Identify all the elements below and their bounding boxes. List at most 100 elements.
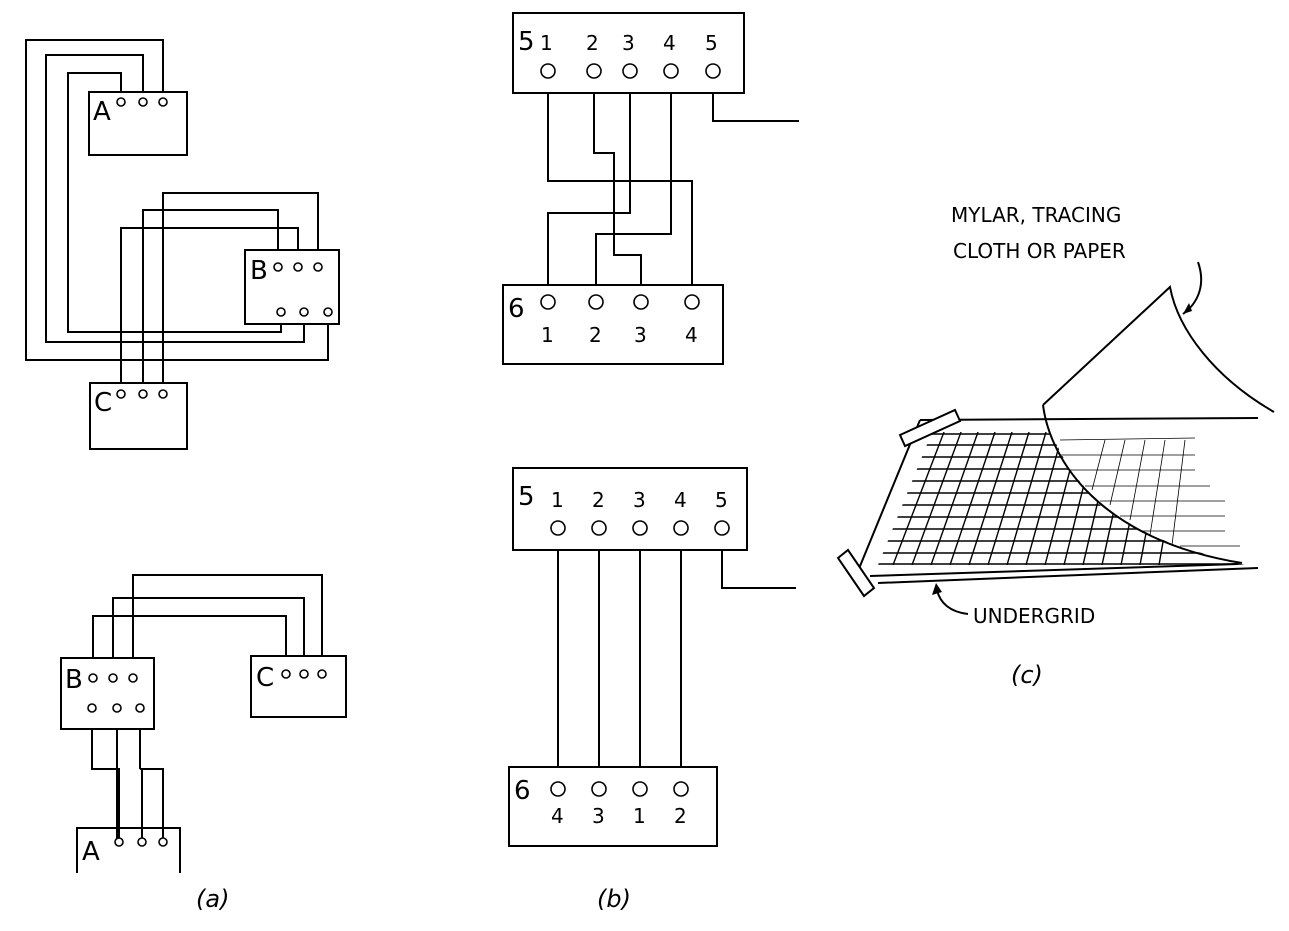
- terminal: [114, 837, 124, 847]
- panel-c-caption: (c): [1011, 661, 1043, 689]
- terminal: [633, 294, 649, 310]
- terminal-label: 1: [540, 31, 553, 55]
- terminal: [632, 781, 648, 797]
- box-c-label: C: [94, 388, 112, 418]
- box-a: [76, 827, 181, 873]
- terminal: [673, 781, 689, 797]
- box-5-label: 5: [518, 27, 535, 57]
- panel-b-caption: (b): [597, 885, 631, 913]
- terminal-label: 5: [715, 488, 728, 512]
- terminal: [276, 307, 286, 317]
- terminal: [673, 520, 689, 536]
- box-6: [508, 766, 718, 847]
- mylar-sheet-curl: [1042, 404, 1243, 564]
- terminal: [299, 669, 309, 679]
- panel-b-bottom-wires: [557, 535, 796, 782]
- terminal: [591, 520, 607, 536]
- tape-strip: [836, 548, 876, 598]
- terminal: [714, 520, 730, 536]
- box-a: [88, 91, 188, 156]
- terminal: [137, 837, 147, 847]
- box-c-label: C: [256, 663, 274, 693]
- box-c: [250, 655, 347, 718]
- terminal: [281, 669, 291, 679]
- terminal: [705, 63, 721, 79]
- terminal: [586, 63, 602, 79]
- undergrid-lines: [878, 432, 1245, 565]
- tape-strip: [898, 408, 962, 448]
- terminal-label: 3: [633, 488, 646, 512]
- terminal: [591, 781, 607, 797]
- terminal: [299, 307, 309, 317]
- terminal: [158, 97, 168, 107]
- terminal: [138, 97, 148, 107]
- terminal-label: 2: [674, 804, 687, 828]
- sheet-leader-arrow: [1182, 261, 1203, 315]
- panel-a-top: A B C: [25, 39, 340, 450]
- terminal-label: 2: [586, 31, 599, 55]
- box-6-label: 6: [508, 294, 525, 324]
- undergrid-leader-arrow: [936, 589, 969, 615]
- terminal: [138, 389, 148, 399]
- box-a-label: A: [93, 97, 111, 127]
- box-b-label: B: [250, 256, 268, 286]
- arrowhead-icon: [1183, 303, 1192, 314]
- terminal: [88, 673, 98, 683]
- terminal: [588, 294, 604, 310]
- terminal-label: 4: [685, 323, 698, 347]
- panel-b-top-wires: [547, 78, 799, 294]
- terminal: [622, 63, 638, 79]
- mylar-sheet: [1042, 285, 1275, 413]
- box-b: [60, 657, 155, 730]
- terminal-label: 5: [705, 31, 718, 55]
- terminal: [663, 63, 679, 79]
- terminal: [293, 262, 303, 272]
- terminal: [550, 520, 566, 536]
- terminal: [116, 389, 126, 399]
- terminal-label: 4: [663, 31, 676, 55]
- panel-a-bottom: B C A: [60, 574, 347, 873]
- terminal: [550, 781, 566, 797]
- grid-through-sheet: [1060, 439, 1240, 547]
- panel-b-top: 5 1 2 3 4 5 6 1 2 3 4: [502, 12, 799, 365]
- terminal: [128, 673, 138, 683]
- terminal-label: 4: [551, 804, 564, 828]
- undergrid-board: [857, 417, 1259, 584]
- terminal-label: 3: [592, 804, 605, 828]
- terminal: [135, 703, 145, 713]
- terminal-label: 2: [589, 323, 602, 347]
- terminal: [273, 262, 283, 272]
- terminal: [87, 703, 97, 713]
- box-5: [512, 12, 745, 94]
- panel-a-top-wires: [25, 39, 329, 392]
- terminal-label: 1: [551, 488, 564, 512]
- sheet-label-line1: MYLAR, TRACING: [951, 203, 1121, 227]
- terminal: [323, 307, 333, 317]
- terminal: [158, 837, 168, 847]
- arrowhead-icon: [932, 583, 942, 595]
- terminal: [540, 63, 556, 79]
- box-b-label: B: [65, 665, 83, 695]
- terminal: [317, 669, 327, 679]
- terminal: [540, 294, 556, 310]
- box-6-label: 6: [514, 776, 531, 806]
- terminal: [116, 97, 126, 107]
- terminal: [313, 262, 323, 272]
- terminal-label: 2: [592, 488, 605, 512]
- terminal-label: 1: [633, 804, 646, 828]
- terminal-label: 3: [622, 31, 635, 55]
- terminal: [684, 294, 700, 310]
- terminal-label: 1: [541, 323, 554, 347]
- terminal: [158, 389, 168, 399]
- terminal-label: 4: [674, 488, 687, 512]
- box-5: [512, 467, 748, 551]
- box-a-label: A: [82, 837, 100, 867]
- panel-a-caption: (a): [196, 885, 229, 913]
- sheet-label-line2: CLOTH OR PAPER: [953, 239, 1126, 263]
- terminal: [632, 520, 648, 536]
- terminal-label: 3: [634, 323, 647, 347]
- terminal: [112, 703, 122, 713]
- terminal: [108, 673, 118, 683]
- undergrid-label: UNDERGRID: [973, 604, 1095, 628]
